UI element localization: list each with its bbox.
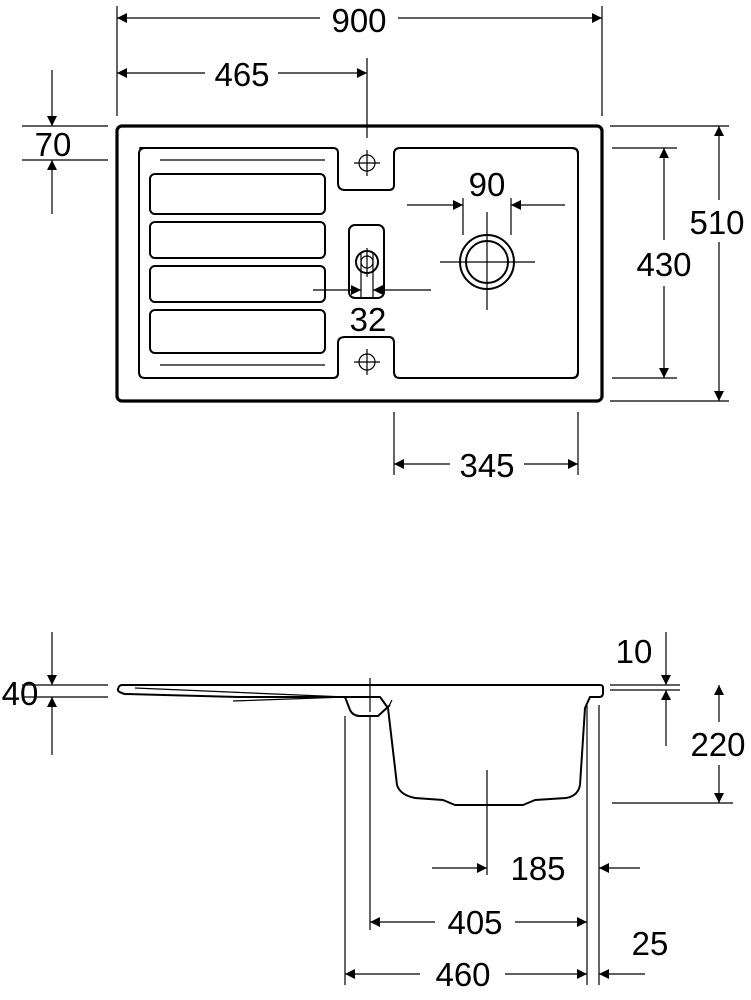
dim-label-345: 345	[459, 447, 514, 484]
dim-label-900: 900	[331, 2, 386, 39]
overflow-profile	[344, 696, 391, 717]
dim-label-465: 465	[214, 56, 269, 93]
dim-label-40: 40	[2, 675, 39, 712]
dim-label-70: 70	[35, 126, 72, 163]
drainer-groove-1	[149, 173, 326, 215]
dim-label-510: 510	[689, 204, 744, 241]
dim-label-90: 90	[469, 166, 506, 203]
dim-label-25: 25	[632, 925, 669, 962]
drainer-groove-4	[149, 309, 326, 354]
dim-label-220: 220	[690, 726, 745, 763]
dim-label-405: 405	[447, 904, 502, 941]
drainer-groove-2	[149, 221, 326, 259]
overflow-slot	[348, 224, 385, 299]
side-view: 40 10 220 185 405 460 25	[2, 632, 746, 993]
dim-label-460: 460	[435, 956, 490, 993]
tap-hole-bottom	[354, 349, 380, 375]
sink-profile	[116, 684, 604, 806]
dim-label-185: 185	[510, 850, 565, 887]
bowl-inner-wall-left	[387, 699, 393, 709]
dim-label-430: 430	[636, 246, 691, 283]
sink-outline-top	[115, 124, 604, 403]
drainer-recess	[138, 147, 579, 379]
bowl-outline	[400, 147, 579, 379]
tap-hole-top	[354, 150, 380, 176]
dim-label-32: 32	[350, 301, 387, 338]
drainer-groove-3	[149, 265, 326, 303]
top-view: 900 465 70 510 430 90 32	[22, 2, 745, 484]
dim-label-10: 10	[616, 633, 653, 670]
